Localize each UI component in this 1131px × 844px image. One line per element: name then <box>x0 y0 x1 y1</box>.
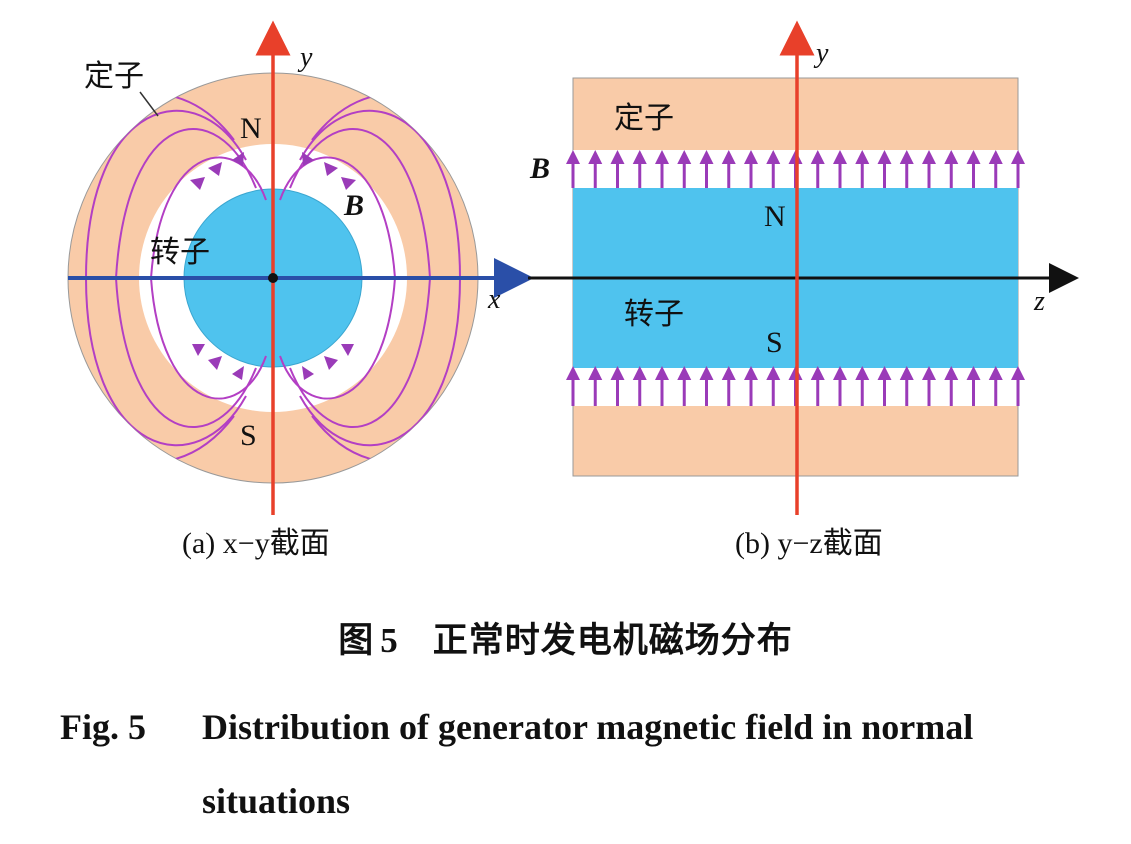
field-arrow-head <box>922 366 936 380</box>
field-arrow-head <box>699 150 714 164</box>
south-pole-label: S <box>240 419 257 452</box>
xy-section-diagram: 定子 转子 N S B x y <box>67 20 534 515</box>
stator-label-right: 定子 <box>614 101 674 136</box>
field-arrows-bottom <box>192 344 354 380</box>
stator-pointer <box>139 91 159 117</box>
figure-caption-cn-title: 正常时发电机磁场分布 <box>432 621 793 661</box>
field-arrow-head <box>810 366 825 380</box>
field-arrow-head <box>744 150 758 164</box>
field-arrow-head <box>766 366 781 380</box>
field-arrows-top <box>190 152 356 190</box>
field-arrow-head <box>632 366 647 380</box>
south-pole-label-right: S <box>766 326 783 359</box>
y-axis-label: y <box>297 42 313 73</box>
z-axis-label: z <box>1033 286 1045 317</box>
figure-caption-en-line1: Distribution of generator magnetic field… <box>202 707 974 747</box>
figure-caption-en: Fig. 5 Distribution of generator magnetic… <box>60 690 1070 838</box>
field-arrow-head <box>610 150 625 164</box>
field-arrow-head <box>744 366 758 380</box>
figure-canvas: 定子 转子 N S B x y 定子 转子 N S B z y (a) x−y截… <box>67 20 1079 560</box>
field-arrow-head <box>588 150 603 164</box>
field-arrows-lower-row <box>566 366 1025 406</box>
field-arrow-head <box>677 150 692 164</box>
field-label-right: B <box>529 152 550 185</box>
field-arrow-head <box>988 150 1003 164</box>
field-arrow-head <box>632 150 647 164</box>
field-arrow-head <box>988 366 1003 380</box>
field-arrow-head <box>566 150 580 164</box>
field-arrow-head <box>610 366 625 380</box>
y-axis-label-right: y <box>813 38 829 69</box>
field-arrow-head <box>855 366 870 380</box>
stator-label: 定子 <box>84 59 144 94</box>
field-arrows-upper-row <box>566 150 1025 188</box>
caption-left: (a) x−y截面 <box>182 527 330 560</box>
field-label: B <box>343 189 364 222</box>
field-arrow-head <box>877 366 892 380</box>
figure-caption-cn-prefix: 图 <box>338 621 375 661</box>
figure-caption-en-prefix: Fig. 5 <box>60 707 146 747</box>
field-arrow-head <box>944 366 959 380</box>
origin-dot <box>268 273 278 283</box>
yz-section-diagram: 定子 转子 N S B z y <box>528 20 1079 515</box>
x-axis-label: x <box>487 284 501 315</box>
north-pole-label-right: N <box>764 200 786 233</box>
field-arrow-head <box>721 150 736 164</box>
field-arrow-head <box>966 150 981 164</box>
field-arrow-head <box>855 150 870 164</box>
field-arrow-head <box>877 150 892 164</box>
field-arrow-head <box>655 150 669 164</box>
figure-caption-cn-number: 5 <box>380 621 399 660</box>
field-arrow-head <box>810 150 825 164</box>
field-arrow-head <box>677 366 692 380</box>
field-arrow-head <box>899 150 914 164</box>
field-arrow-head <box>833 150 847 164</box>
caption-right: (b) y−z截面 <box>735 527 883 560</box>
rotor-label: 转子 <box>150 235 210 270</box>
field-arrow-head <box>899 366 914 380</box>
field-arrow-head <box>655 366 669 380</box>
figure-caption-en-line2: situations <box>202 781 351 821</box>
field-arrow-head <box>922 150 936 164</box>
field-arrow-head <box>944 150 959 164</box>
field-arrow-head <box>699 366 714 380</box>
field-arrow-head <box>1011 366 1025 380</box>
field-arrow-head <box>566 366 580 380</box>
field-arrow-head <box>966 366 981 380</box>
field-arrow-head <box>1011 150 1025 164</box>
rotor-label-right: 转子 <box>624 297 684 332</box>
field-arrow-head <box>833 366 847 380</box>
north-pole-label: N <box>240 112 262 145</box>
field-arrow-head <box>721 366 736 380</box>
field-arrow-head <box>766 150 781 164</box>
field-arrow-head <box>588 366 603 380</box>
